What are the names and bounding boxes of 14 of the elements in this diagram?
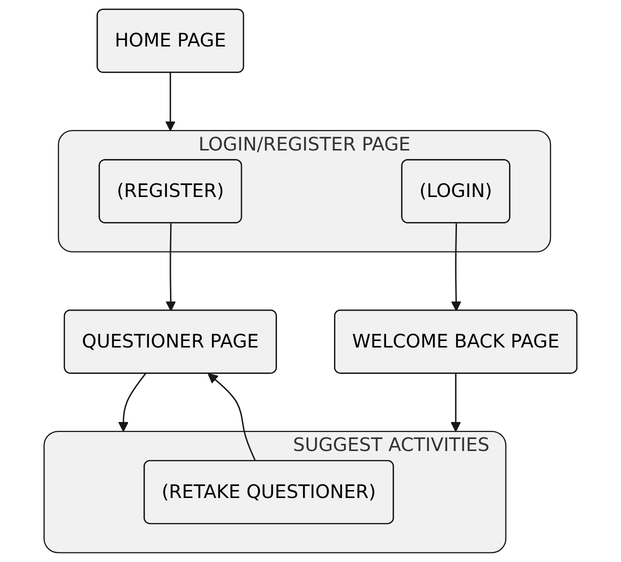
state-name: (REGISTER) <box>116 178 224 204</box>
arrow <box>208 373 256 462</box>
arrow <box>450 373 461 432</box>
state-name: (RETAKE QUESTIONER) <box>162 479 376 505</box>
state-name: WELCOME BACK PAGE <box>352 328 560 354</box>
composite-state-title: SUGGEST ACTIVITIES <box>292 432 490 458</box>
state-name: (LOGIN) <box>419 178 492 204</box>
state-name: QUESTIONER PAGE <box>82 328 259 354</box>
composite-state-title: LOGIN/REGISTER PAGE <box>198 132 410 158</box>
arrow <box>118 372 147 432</box>
arrow <box>451 223 462 312</box>
state-name: HOME PAGE <box>114 28 226 54</box>
arrow <box>166 223 176 312</box>
arrow <box>165 72 176 132</box>
